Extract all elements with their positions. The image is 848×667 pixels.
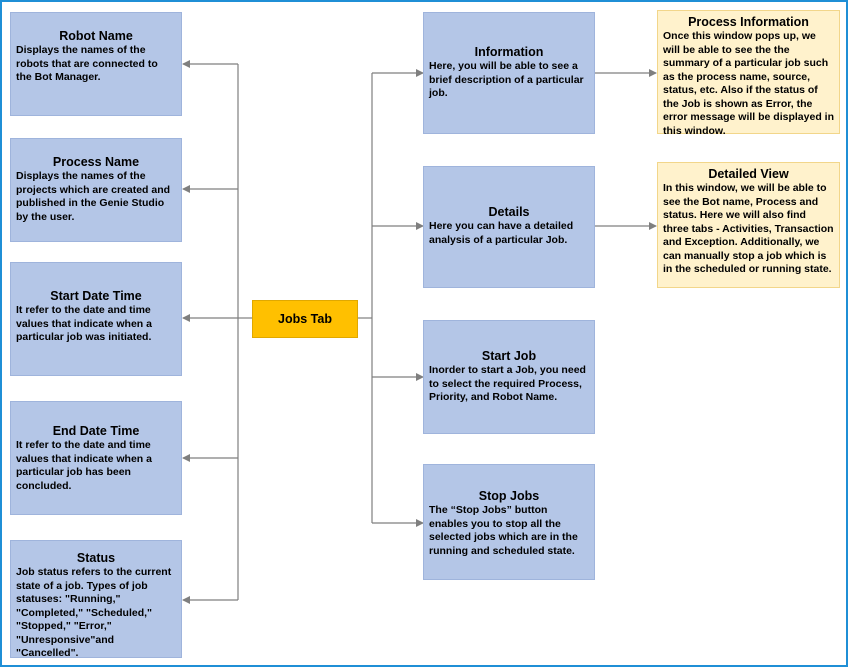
start-job-box: Start Job Inorder to start a Job, you ne… — [423, 320, 595, 434]
end-date-time-box: End Date Time It refer to the date and t… — [10, 401, 182, 515]
stop-jobs-title: Stop Jobs — [478, 489, 540, 503]
robot-name-title: Robot Name — [59, 29, 133, 43]
jobs-tab-node: Jobs Tab — [252, 300, 358, 338]
process-name-box: Process Name Displays the names of the p… — [10, 138, 182, 242]
status-desc: Job status refers to the current state o… — [16, 566, 172, 659]
information-desc: Here, you will be able to see a brief de… — [429, 60, 584, 99]
process-information-title: Process Information — [688, 15, 809, 29]
process-name-desc: Displays the names of the projects which… — [16, 170, 171, 223]
details-desc: Here you can have a detailed analysis of… — [429, 220, 574, 246]
start-job-desc: Inorder to start a Job, you need to sele… — [429, 364, 586, 403]
details-box: Details Here you can have a detailed ana… — [423, 166, 595, 288]
robot-name-box: Robot Name Displays the names of the rob… — [10, 12, 182, 116]
end-date-time-title: End Date Time — [52, 424, 140, 438]
process-information-desc: Once this window pops up, we will be abl… — [663, 30, 834, 137]
status-box: Status Job status refers to the current … — [10, 540, 182, 659]
start-date-time-title: Start Date Time — [50, 289, 142, 303]
process-information-note: Process Information Once this window pop… — [657, 10, 840, 137]
stop-jobs-desc: The “Stop Jobs” button enables you to st… — [429, 504, 578, 557]
stop-jobs-box: Stop Jobs The “Stop Jobs” button enables… — [423, 464, 595, 580]
start-date-time-box: Start Date Time It refer to the date and… — [10, 262, 182, 376]
end-date-time-desc: It refer to the date and time values tha… — [16, 439, 152, 492]
detailed-view-title: Detailed View — [708, 167, 789, 181]
information-title: Information — [474, 45, 544, 59]
status-title: Status — [76, 551, 116, 565]
information-box: Information Here, you will be able to se… — [423, 12, 595, 134]
process-name-title: Process Name — [52, 155, 140, 169]
detailed-view-desc: In this window, we will be able to see t… — [663, 182, 834, 275]
detailed-view-note: Detailed View In this window, we will be… — [657, 162, 840, 288]
start-date-time-desc: It refer to the date and time values tha… — [16, 304, 152, 343]
start-job-title: Start Job — [481, 349, 537, 363]
robot-name-desc: Displays the names of the robots that ar… — [16, 44, 158, 83]
details-title: Details — [488, 205, 530, 219]
